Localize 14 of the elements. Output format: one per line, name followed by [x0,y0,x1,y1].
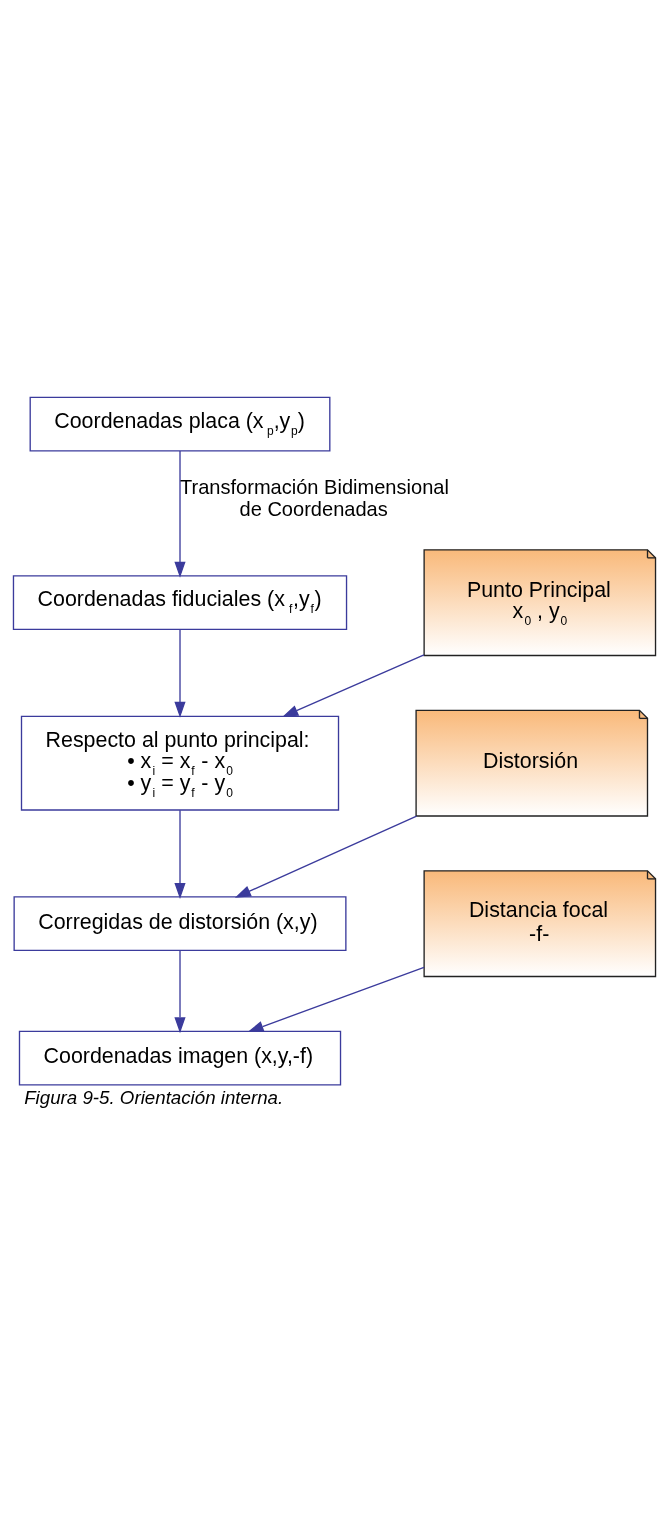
node-box: Respecto al punto principal: • x$_{i}$ = x$_{f}$ - x$_{0}$ • y$_{i}$ = y$_{f}$ - y$_{0}$ [20,715,340,811]
node-box: Coordenadas fiduciales (x$_{f}$,y$_{f}$) [12,575,348,631]
node-box: Corregidas de distorsión (x,y) [13,896,347,952]
node-box: Coordenadas imagen (x,y,-f) [18,1030,342,1086]
arrow [282,654,425,718]
arrow [234,815,418,898]
edge-label: Transformación Bidimensional de Coordenadas [180,475,449,521]
arrow [174,629,186,718]
arrow [174,950,186,1034]
node-box: Coordenadas placa (x$_{p}$,y$_{p}$) [29,396,331,452]
arrow [247,966,425,1033]
arrow [174,450,186,578]
arrow [174,809,186,899]
caption: Figura 9-5. Orientación interna. [24,1086,284,1108]
